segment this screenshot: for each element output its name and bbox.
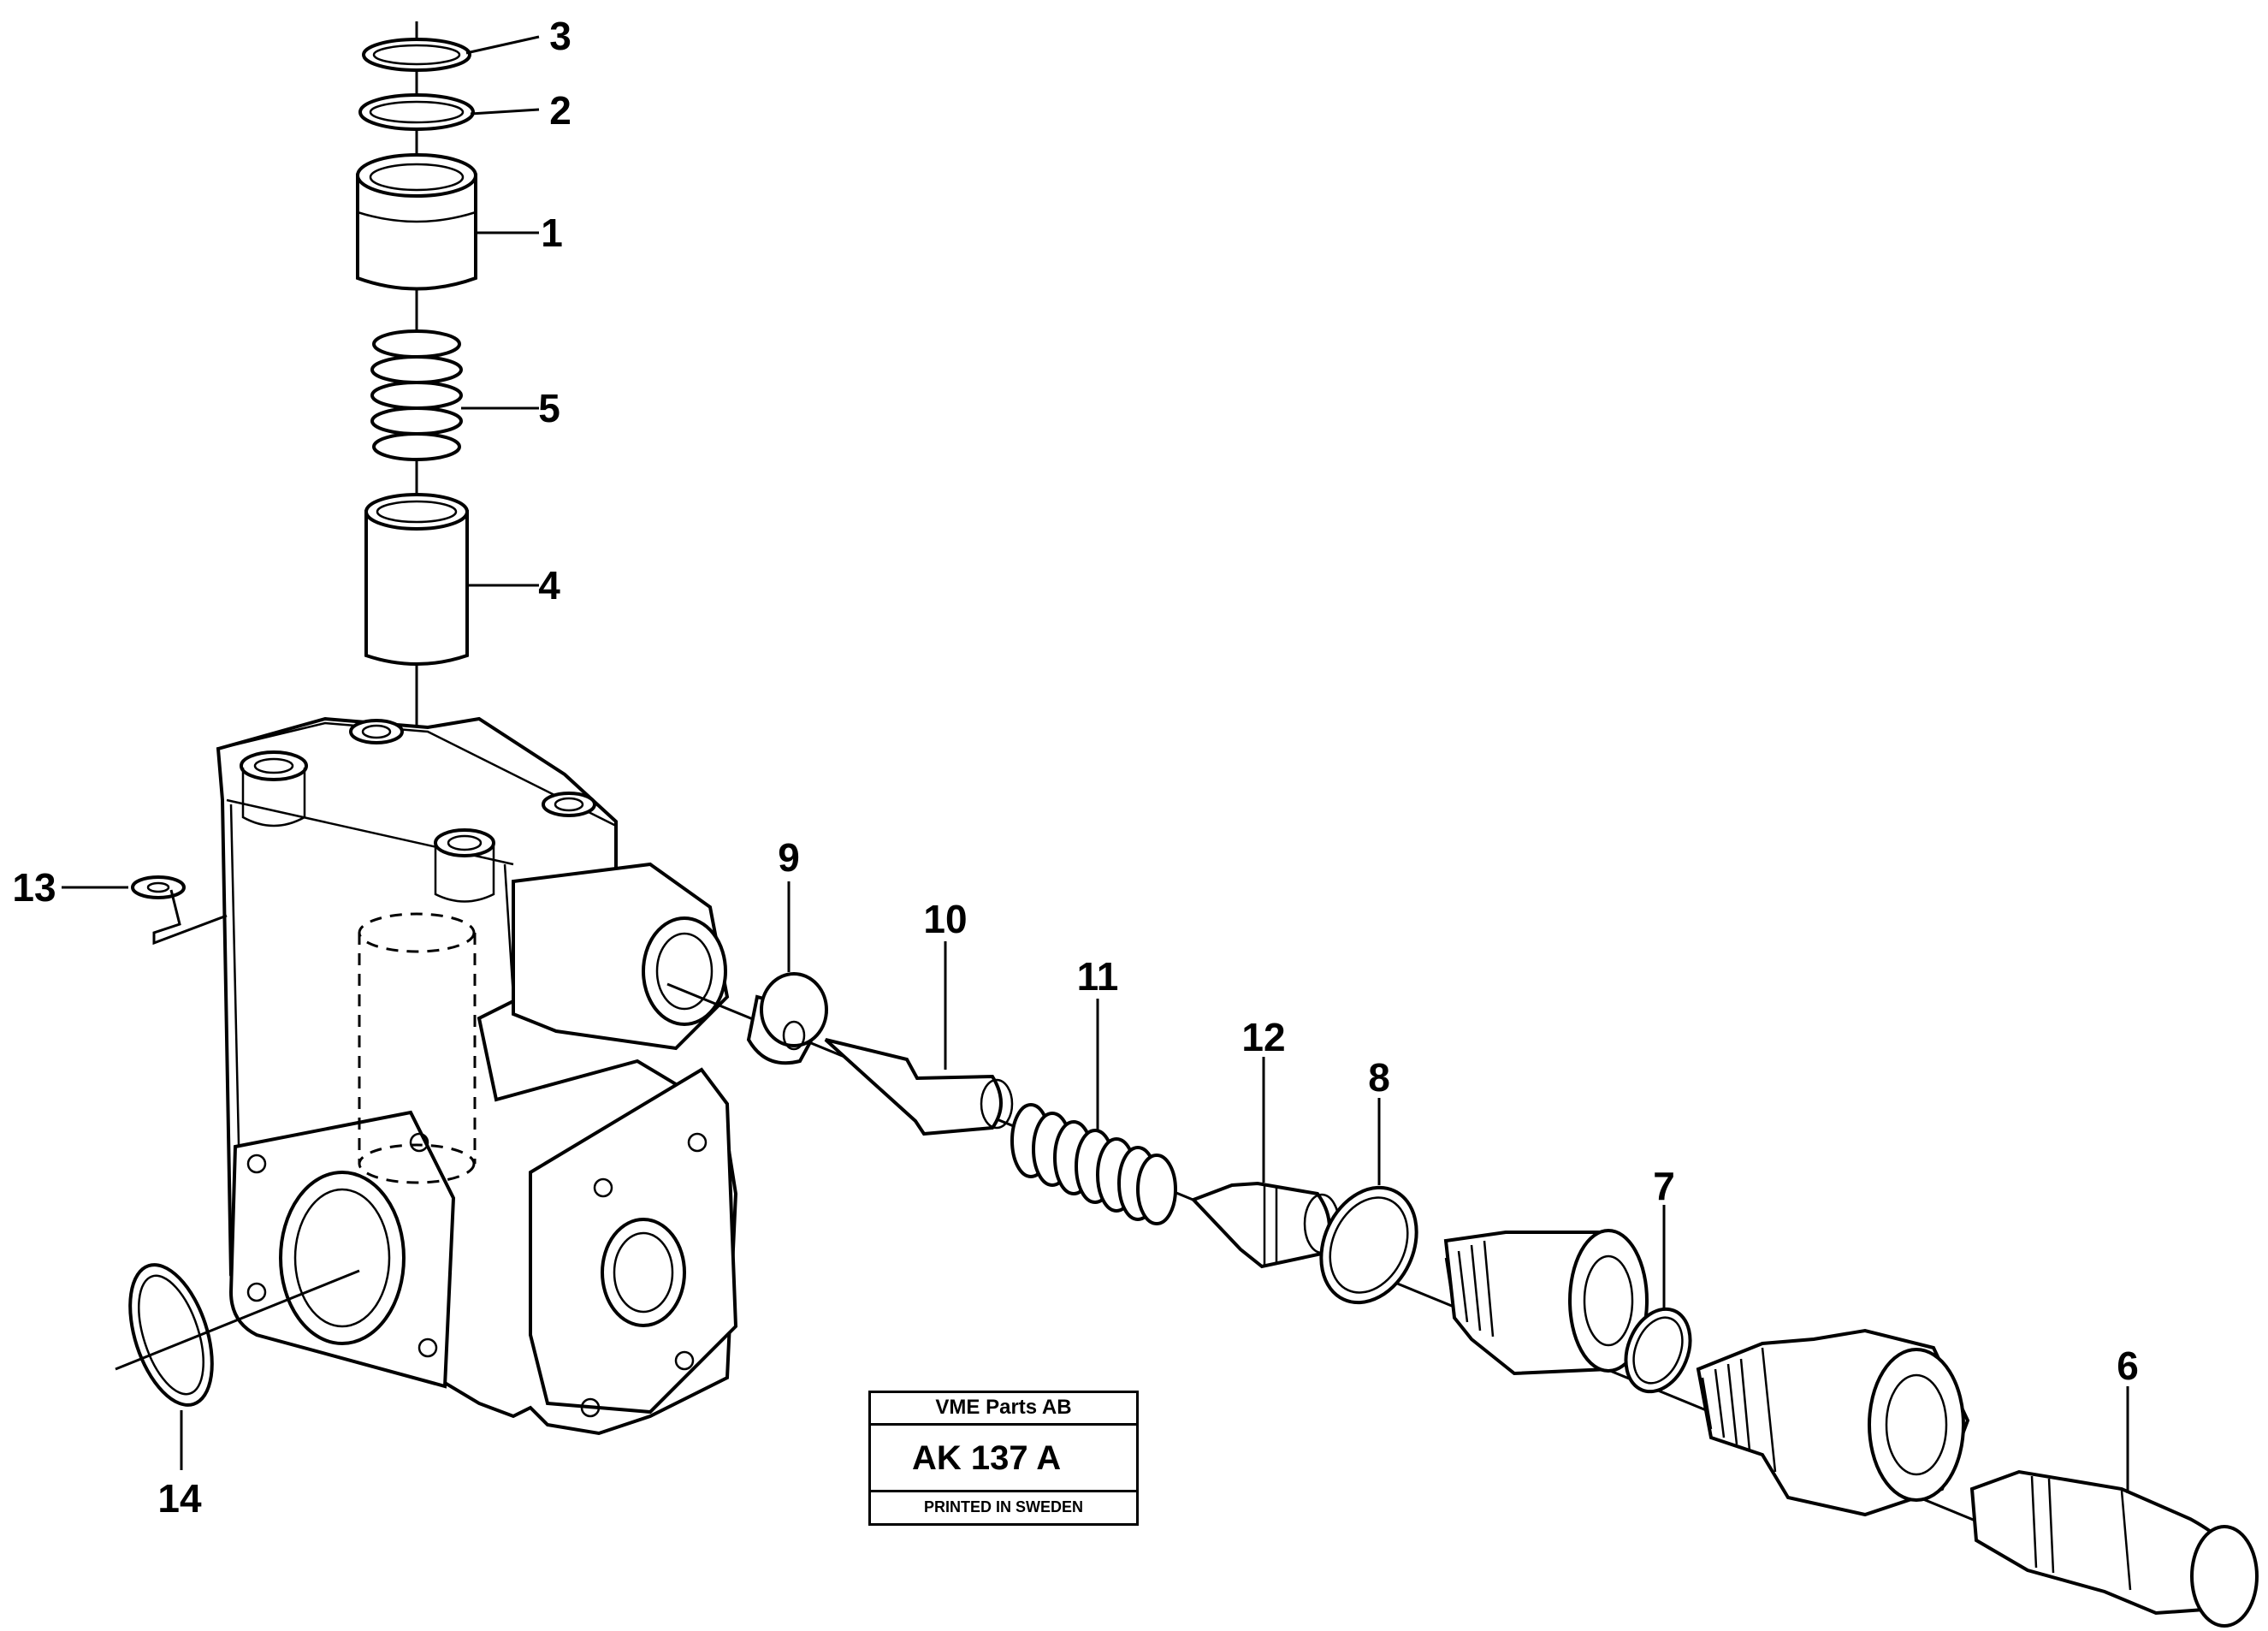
callout-5: 5: [538, 386, 560, 430]
part-1-sleeve: [356, 153, 477, 291]
callout-10: 10: [923, 897, 967, 941]
part-5-spring: [370, 329, 463, 461]
title-stamp: VME Parts AB AK 137 A PRINTED IN SWEDEN: [868, 1391, 1139, 1526]
part-12-pin: [1190, 1181, 1341, 1269]
part-10-poppet: [824, 1038, 1014, 1136]
part-2-ring: [358, 93, 475, 131]
callout-6: 6: [2117, 1343, 2139, 1388]
stamp-company: VME Parts AB: [871, 1393, 1136, 1426]
part-7-oring: [1624, 1307, 1692, 1394]
part-13-washer: [131, 875, 228, 946]
callout-14: 14: [157, 1476, 202, 1521]
leader-3: [465, 35, 540, 55]
callout-2: 2: [549, 88, 571, 133]
part-9-bushing: [746, 972, 828, 1065]
part-4-piston: [364, 493, 469, 666]
callout-1: 1: [541, 211, 563, 255]
adjuster-nut: [1696, 1328, 1970, 1517]
callout-8: 8: [1368, 1055, 1390, 1100]
callout-4: 4: [538, 563, 560, 608]
stamp-code: AK 137 A: [871, 1426, 1136, 1492]
callout-9: 9: [778, 835, 800, 880]
valve-housing: [216, 716, 738, 1436]
callout-7: 7: [1653, 1164, 1675, 1208]
part-3-ring: [362, 38, 471, 72]
callout-13: 13: [12, 865, 56, 910]
leader-2: [470, 108, 540, 116]
part-6-screw: [1969, 1469, 2259, 1628]
stamp-printed: PRINTED IN SWEDEN: [923, 1498, 1083, 1515]
threaded-adapter: [1443, 1229, 1649, 1376]
callout-12: 12: [1241, 1015, 1285, 1059]
part-14-oring: [115, 1263, 360, 1407]
callout-3: 3: [549, 14, 571, 58]
part-11-spring: [1010, 1103, 1177, 1225]
part-8-oring: [1319, 1185, 1418, 1305]
callout-11: 11: [1077, 954, 1119, 999]
